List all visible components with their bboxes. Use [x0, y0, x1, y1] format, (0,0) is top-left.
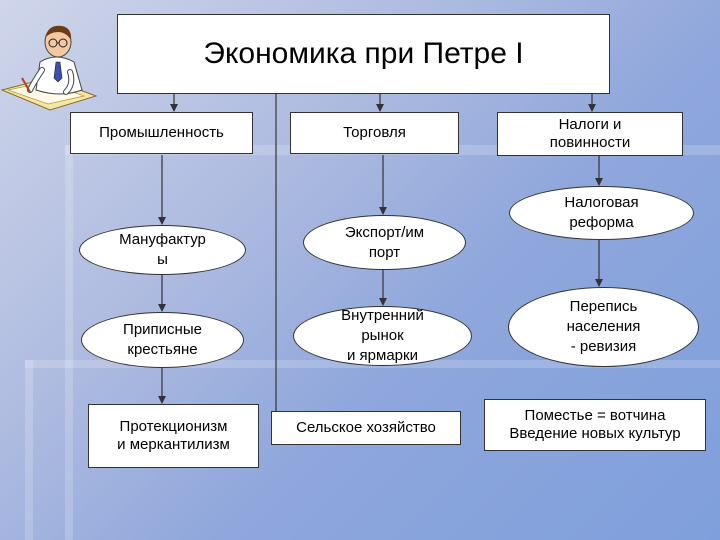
oval-internal-market: Внутренний рынок и ярмарки — [293, 306, 472, 366]
background-band-left2 — [25, 360, 33, 540]
man-writing-clipart-icon — [0, 12, 108, 112]
oval-census: Перепись населения - ревизия — [508, 287, 699, 367]
category-taxes: Налоги и повинности — [497, 112, 683, 156]
oval-assigned-peasants: Приписные крестьяне — [81, 312, 244, 368]
box-protectionism: Протекционизм и меркантилизм — [88, 404, 259, 468]
diagram-title: Экономика при Петре I — [117, 14, 610, 94]
box-estate: Поместье = вотчина Введение новых культу… — [484, 399, 706, 451]
category-industry: Промышленность — [70, 112, 253, 154]
category-trade: Торговля — [290, 112, 459, 154]
oval-manufactories: Мануфактур ы — [79, 225, 246, 275]
box-agriculture: Сельское хозяйство — [271, 411, 461, 445]
oval-tax-reform: Налоговая реформа — [509, 186, 694, 240]
oval-export-import: Экспорт/им порт — [303, 215, 466, 270]
background-band-left — [65, 145, 73, 540]
